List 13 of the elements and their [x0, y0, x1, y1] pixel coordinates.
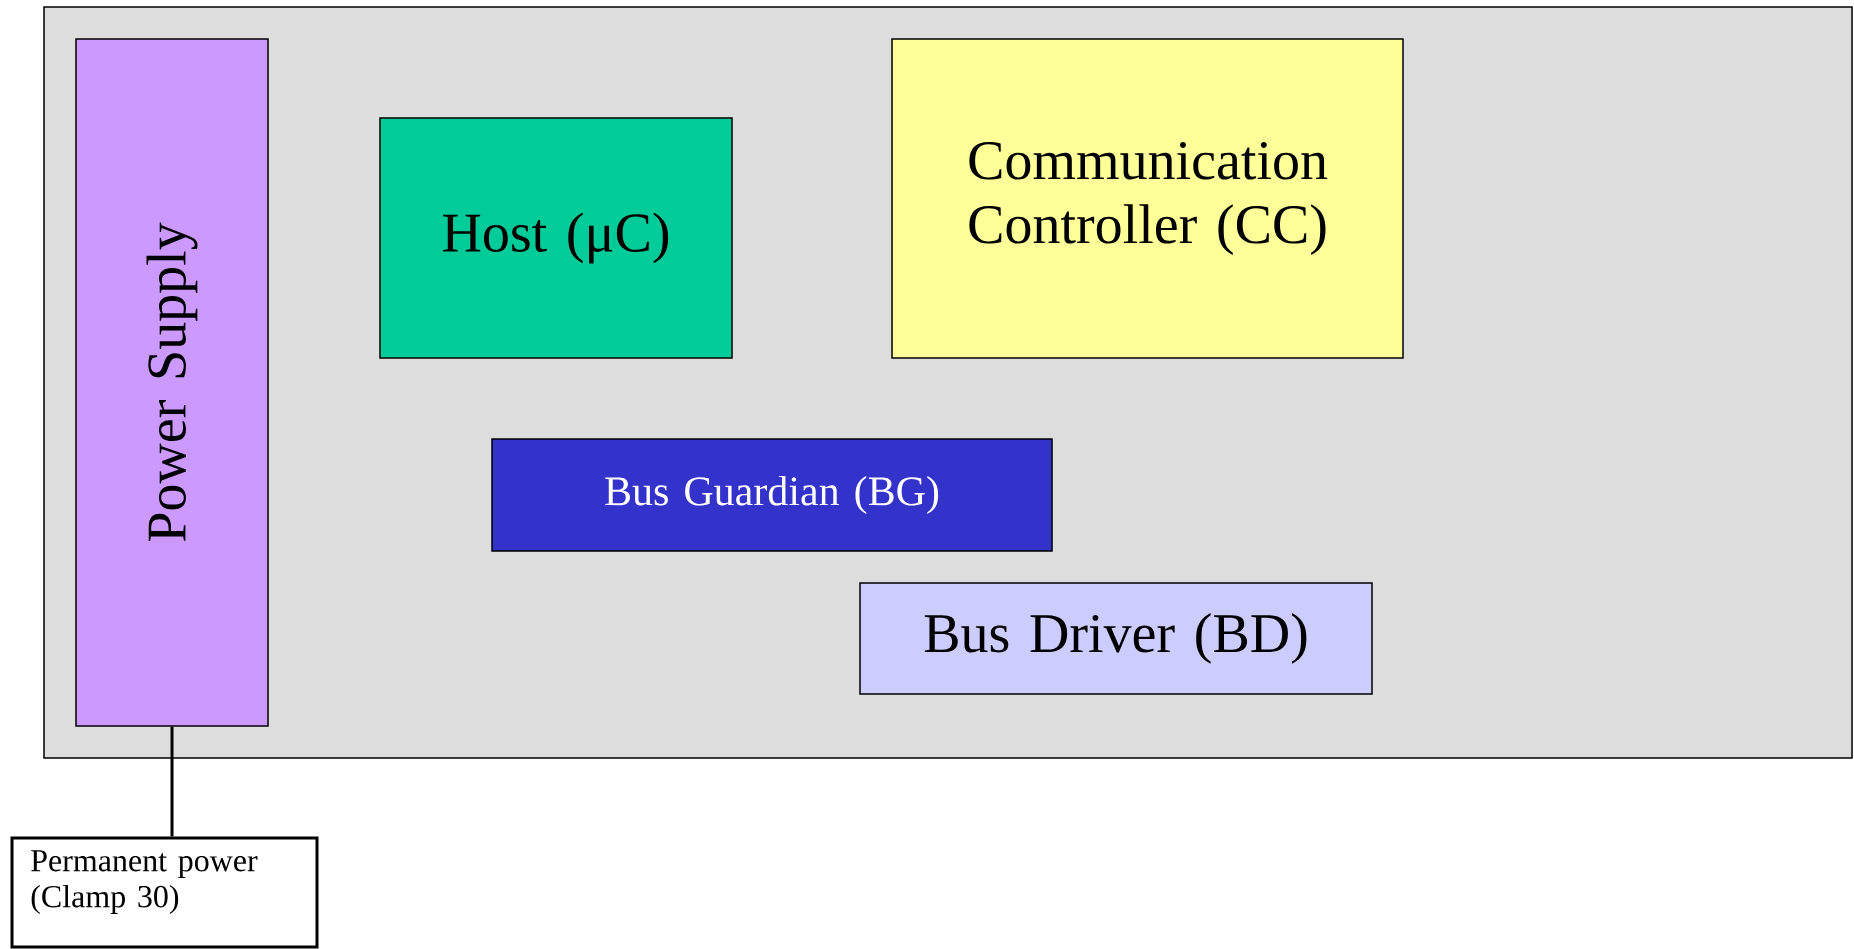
node-label: Power Supply: [146, 222, 198, 542]
node-label: Bus Driver (BD): [924, 613, 1307, 664]
bus-driver-box: [859, 582, 1373, 695]
power-supply-box: [75, 38, 269, 727]
controller-box: [891, 38, 1404, 359]
host-box: [379, 117, 733, 359]
connector-line: [170, 726, 174, 837]
node-label: Host (μC): [443, 212, 669, 264]
power-source-box: [10, 836, 319, 949]
node-label: Permanent power (Clamp 30): [31, 850, 258, 914]
node-label: Bus Guardian (BG): [605, 475, 939, 515]
bus-guardian-box: [491, 438, 1053, 552]
node-label: Communication Controller (CC): [969, 141, 1328, 255]
